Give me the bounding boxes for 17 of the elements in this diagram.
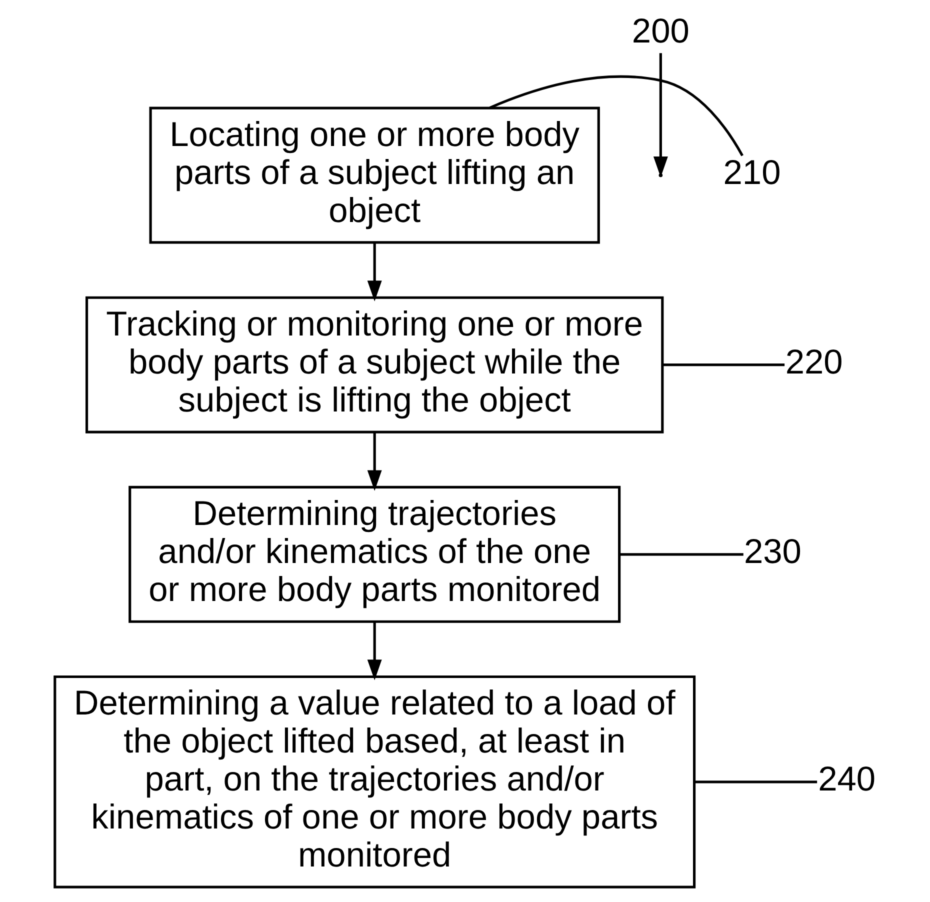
- arrow: [366, 432, 382, 491]
- node-box: Locating one or more body parts of a subject lifting an object: [148, 106, 600, 244]
- node-box: Determining trajectories and/or kinematics of the one or more body parts monitored: [128, 486, 620, 623]
- connector: [488, 75, 743, 156]
- node-text: 240: [818, 760, 876, 799]
- connector: [662, 364, 784, 366]
- arrow: [652, 53, 668, 178]
- node-text: 200: [631, 12, 689, 51]
- node-box: Tracking or monitoring one or more body parts of a subject while the subject is lifting the object: [84, 296, 664, 434]
- arrow: [366, 242, 382, 302]
- node-text: 210: [722, 154, 780, 192]
- node-text: 220: [784, 343, 842, 382]
- node-box: Determining a value related to a load of the object lifted based, at least in part, on the trajectories and/or kinematics of one or more body parts monitored: [53, 675, 696, 888]
- connector: [694, 780, 817, 784]
- connector: [619, 553, 743, 556]
- arrow: [366, 622, 382, 680]
- node-text: 230: [743, 533, 801, 572]
